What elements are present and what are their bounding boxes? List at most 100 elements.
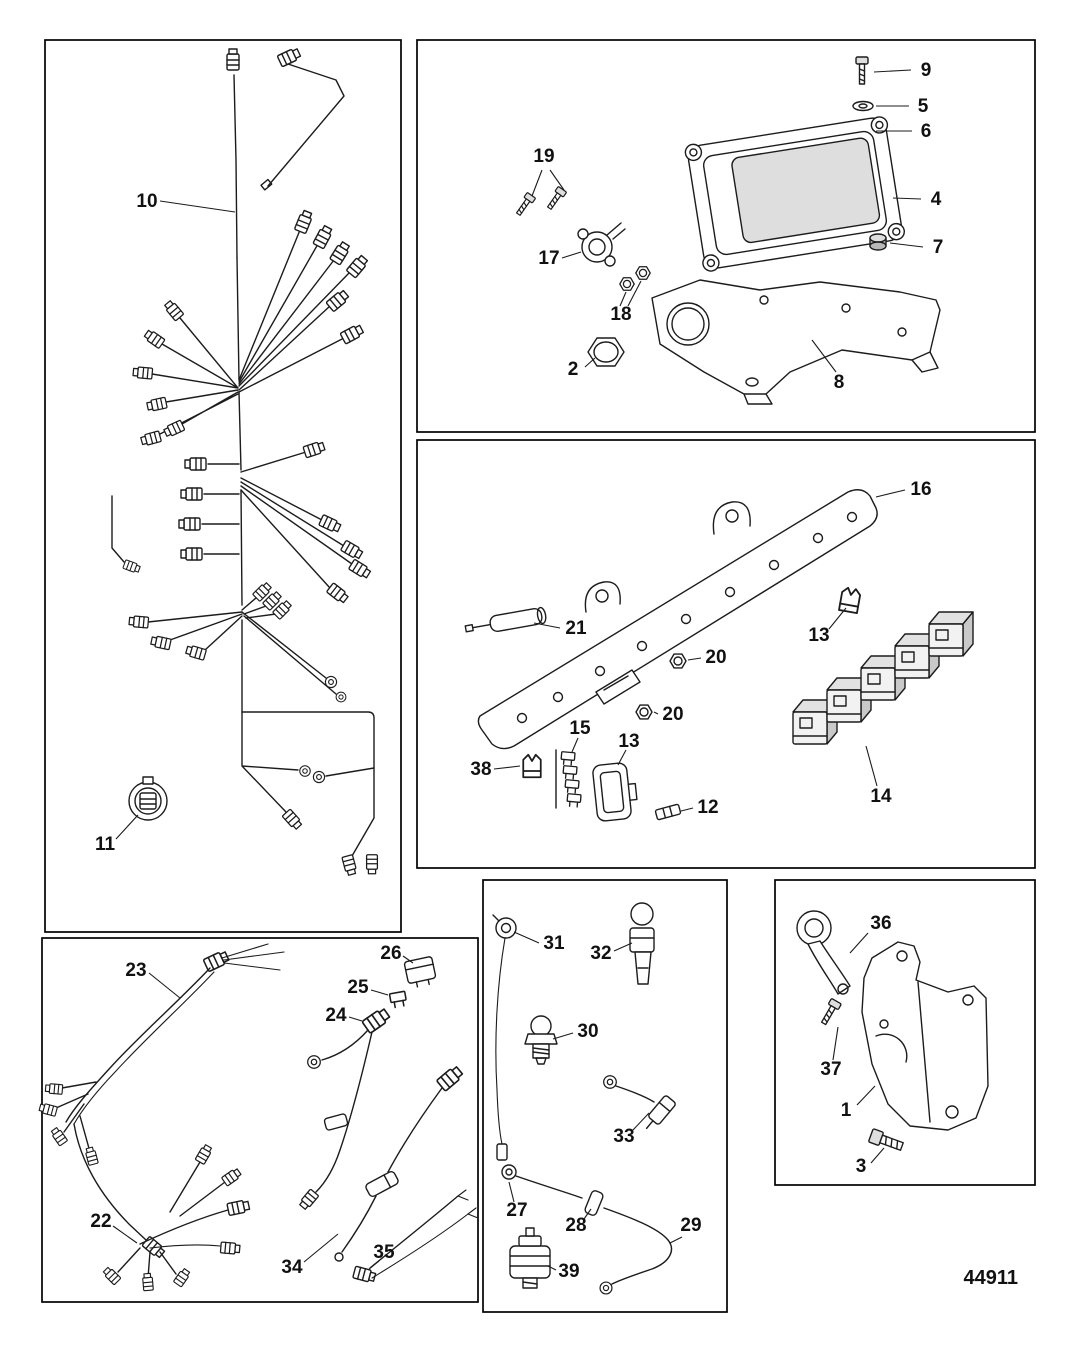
callout-21: 21: [533, 618, 587, 639]
callout-34: 34: [281, 1233, 339, 1278]
panel-engine-harness: [44, 39, 402, 933]
ecm-bracket-art: [513, 56, 941, 405]
connector-icon: [328, 240, 352, 266]
connector-icon: [318, 513, 343, 535]
callout-24: 24: [325, 1005, 363, 1026]
callout-22: 22: [90, 1211, 138, 1244]
fuse-link: [629, 902, 655, 985]
connector-icon: [339, 539, 365, 561]
connector-icon: [162, 419, 186, 439]
svg-text:23: 23: [125, 960, 146, 981]
callout-33: 33: [613, 1112, 650, 1147]
callouts: 10 11 9 5 6 4 7 19: [90, 60, 943, 1282]
connector-icon: [145, 396, 168, 413]
callout-11: 11: [95, 814, 139, 855]
connector-icon: [293, 208, 315, 235]
link-arm: [796, 910, 851, 995]
callout-36: 36: [849, 913, 892, 954]
callout-29: 29: [669, 1215, 702, 1244]
callout-3: 3: [856, 1147, 885, 1177]
callout-20-lower: 20: [653, 704, 684, 725]
small-terminal: [654, 803, 682, 821]
callout-1: 1: [841, 1085, 876, 1121]
svg-text:33: 33: [613, 1126, 634, 1147]
connector-icon: [339, 322, 365, 345]
connector-icon: [341, 854, 358, 877]
connector-icon: [178, 517, 201, 531]
svg-text:29: 29: [680, 1215, 701, 1236]
connector-icon: [219, 1241, 241, 1256]
svg-text:27: 27: [506, 1200, 527, 1221]
connector-icon: [132, 365, 154, 380]
connector-icon: [128, 614, 150, 629]
sensor-barrel: [365, 1171, 399, 1197]
fuse-stack: [555, 749, 582, 809]
svg-text:1: 1: [841, 1100, 852, 1121]
svg-text:25: 25: [347, 977, 369, 998]
nut-icon: [635, 704, 653, 720]
callout-9: 9: [873, 60, 931, 81]
callout-8: 8: [811, 339, 844, 393]
fuse-clip-icon: [838, 585, 862, 615]
bolt-icon: [818, 997, 843, 1027]
connector-icon: [101, 1265, 122, 1286]
callout-6: 6: [876, 121, 931, 142]
callout-5: 5: [876, 96, 929, 117]
connector-icon: [312, 224, 335, 250]
svg-text:16: 16: [910, 479, 931, 500]
sensor: [577, 222, 626, 267]
svg-text:20: 20: [705, 647, 726, 668]
svg-text:4: 4: [931, 189, 942, 210]
connector-icon: [226, 48, 240, 71]
svg-text:6: 6: [921, 121, 932, 142]
svg-text:39: 39: [558, 1261, 579, 1282]
connector-icon: [122, 559, 142, 575]
svg-text:34: 34: [281, 1257, 303, 1278]
svg-text:22: 22: [90, 1211, 111, 1232]
callout-13-upper: 13: [808, 607, 847, 646]
svg-text:2: 2: [568, 359, 579, 380]
panel-sensors: [482, 879, 728, 1313]
connector-icon: [180, 487, 203, 501]
connector-icon: [347, 558, 373, 581]
svg-text:30: 30: [577, 1021, 598, 1042]
long-bracket: [477, 489, 878, 750]
callout-10: 10: [136, 191, 236, 213]
callout-30: 30: [552, 1021, 599, 1042]
connector-icon: [435, 1064, 465, 1093]
sensors-art: [492, 902, 676, 1295]
svg-text:36: 36: [870, 913, 891, 934]
shift-plate: [861, 941, 989, 1131]
connector-icon: [365, 854, 379, 875]
svg-text:7: 7: [933, 237, 944, 258]
svg-text:24: 24: [325, 1005, 347, 1026]
callout-14: 14: [865, 745, 892, 807]
svg-text:38: 38: [470, 759, 491, 780]
rubber-mount: [869, 233, 887, 251]
svg-text:11: 11: [95, 834, 116, 855]
svg-text:14: 14: [870, 786, 892, 807]
svg-text:35: 35: [373, 1242, 395, 1263]
panel-ecm-bracket: [416, 39, 1036, 433]
callout-15: 15: [569, 718, 591, 753]
nut-icon: [619, 277, 635, 291]
connector-icon: [180, 547, 203, 561]
fuse-clip-icon: [522, 753, 542, 779]
callout-23: 23: [125, 960, 181, 999]
callout-4: 4: [892, 189, 942, 210]
svg-text:31: 31: [543, 933, 565, 954]
svg-text:5: 5: [918, 96, 929, 117]
bolt-icon: [855, 56, 869, 85]
panel-shift-bracket: [774, 879, 1036, 1186]
sub-harnesses-art: [38, 943, 479, 1292]
fuse-icon: [388, 990, 408, 1009]
callout-28: 28: [565, 1208, 592, 1236]
connector-icon: [84, 1146, 99, 1166]
svg-text:37: 37: [820, 1059, 841, 1080]
hex-bolt: [868, 1128, 904, 1151]
svg-text:13: 13: [618, 731, 639, 752]
callout-7: 7: [889, 237, 944, 258]
pin-tube: [464, 606, 547, 633]
lead-assembly: [501, 1164, 673, 1295]
